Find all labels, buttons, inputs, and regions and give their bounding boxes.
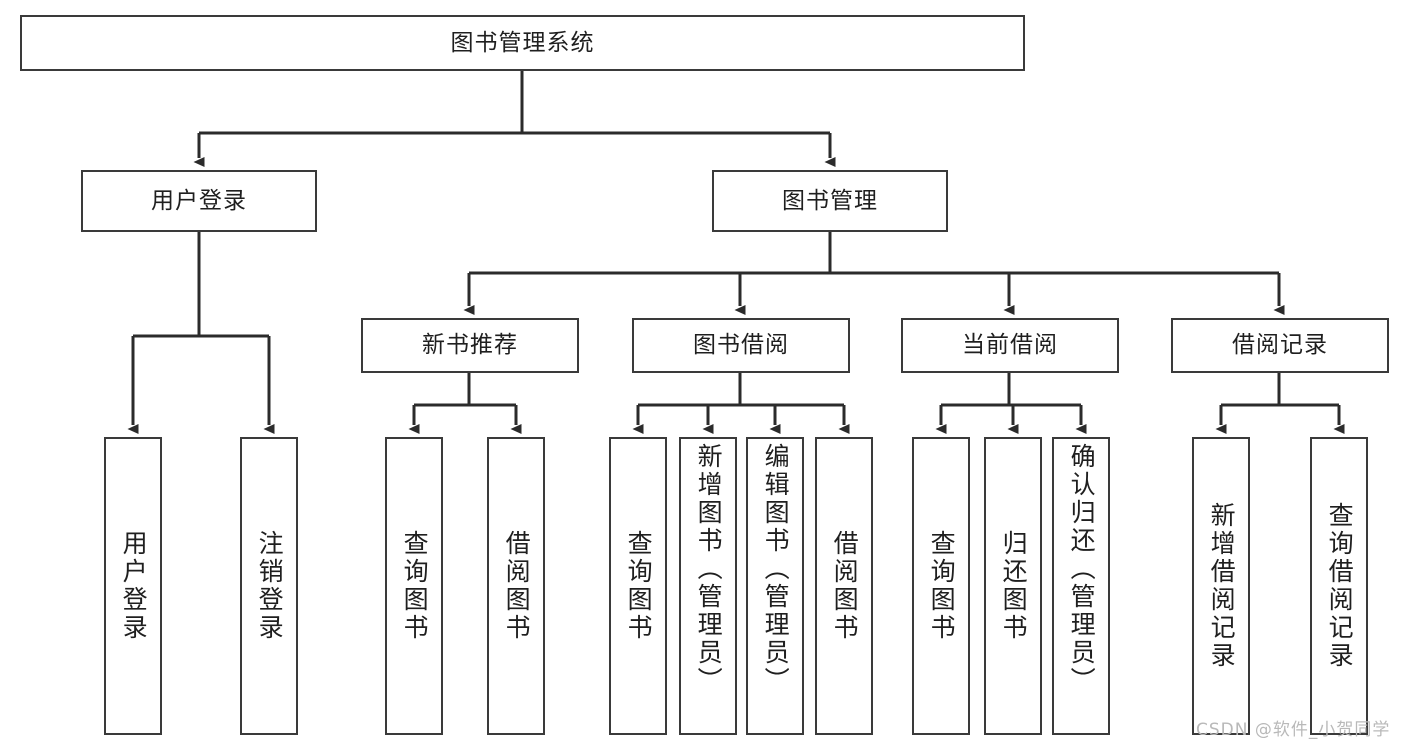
node-book-manage[interactable]: 图书管理 xyxy=(712,170,948,232)
node-label: 当前借阅 xyxy=(962,332,1058,359)
node-root[interactable]: 图书管理系统 xyxy=(20,15,1025,71)
node-label: 图书管理 xyxy=(782,187,878,214)
node-label: 查询图书 xyxy=(624,530,654,642)
node-leaf-borrow-book[interactable]: 借阅图书 xyxy=(815,437,873,735)
node-label: 新增图书（管理员） xyxy=(694,443,724,695)
node-label: 借阅图书 xyxy=(502,530,532,642)
node-label: 新书推荐 xyxy=(422,332,518,359)
node-label: 借阅记录 xyxy=(1232,332,1328,359)
node-label: 查询图书 xyxy=(927,530,957,642)
node-user-login[interactable]: 用户登录 xyxy=(81,170,317,232)
node-leaf-query-record[interactable]: 查询借阅记录 xyxy=(1310,437,1368,735)
node-label: 新增借阅记录 xyxy=(1207,502,1237,670)
node-label: 查询借阅记录 xyxy=(1325,502,1355,670)
node-label: 注销登录 xyxy=(255,530,285,642)
node-leaf-user-logout[interactable]: 注销登录 xyxy=(240,437,298,735)
node-label: 归还图书 xyxy=(999,530,1029,642)
node-label: 编辑图书（管理员） xyxy=(761,443,791,695)
node-label: 用户登录 xyxy=(119,530,149,642)
node-leaf-query-book-borrow[interactable]: 查询图书 xyxy=(609,437,667,735)
node-current-borrow[interactable]: 当前借阅 xyxy=(901,318,1119,373)
node-label: 确认归还（管理员） xyxy=(1067,443,1097,695)
node-label: 借阅图书 xyxy=(830,530,860,642)
node-leaf-add-record[interactable]: 新增借阅记录 xyxy=(1192,437,1250,735)
node-new-book-rec[interactable]: 新书推荐 xyxy=(361,318,579,373)
node-label: 图书管理系统 xyxy=(450,29,595,56)
node-label: 图书借阅 xyxy=(693,332,789,359)
node-leaf-borrow-book-rec[interactable]: 借阅图书 xyxy=(487,437,545,735)
node-label: 用户登录 xyxy=(151,187,247,214)
node-leaf-confirm-return[interactable]: 确认归还（管理员） xyxy=(1052,437,1110,735)
node-leaf-edit-book[interactable]: 编辑图书（管理员） xyxy=(746,437,804,735)
node-leaf-query-book-cur[interactable]: 查询图书 xyxy=(912,437,970,735)
node-book-borrow[interactable]: 图书借阅 xyxy=(632,318,850,373)
node-leaf-return-book[interactable]: 归还图书 xyxy=(984,437,1042,735)
node-borrow-record[interactable]: 借阅记录 xyxy=(1171,318,1389,373)
node-leaf-add-book[interactable]: 新增图书（管理员） xyxy=(679,437,737,735)
node-leaf-query-book-rec[interactable]: 查询图书 xyxy=(385,437,443,735)
node-label: 查询图书 xyxy=(400,530,430,642)
csdn-watermark: CSDN @软件_小贺同学 xyxy=(1196,720,1391,740)
node-leaf-user-login[interactable]: 用户登录 xyxy=(104,437,162,735)
